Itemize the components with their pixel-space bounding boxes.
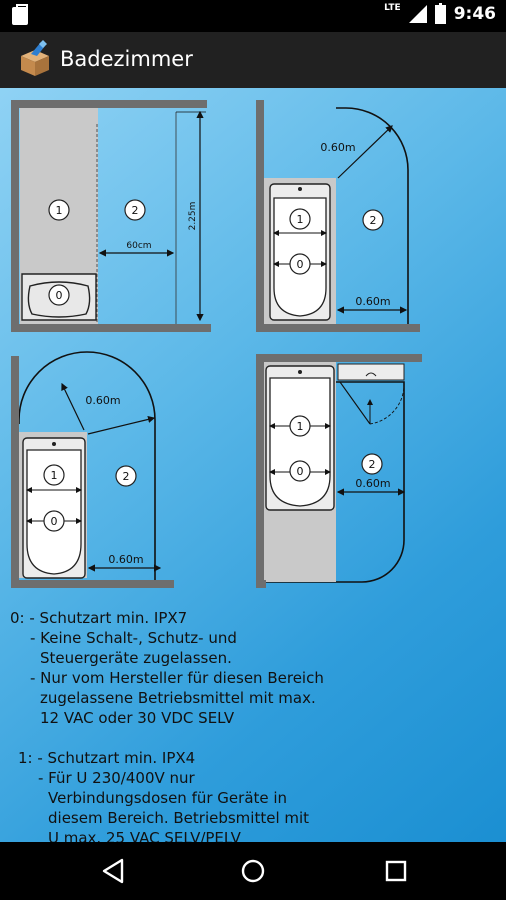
note-z1-item: U max. 25 VAC SELV/PELV	[48, 829, 241, 842]
note-z0-item: 12 VAC oder 30 VDC SELV	[40, 709, 235, 727]
status-bar: LTE 9:46	[0, 0, 506, 32]
width-label: 0.60m	[355, 477, 390, 490]
note-z1-title: 1: - Schutzart min. IPX4	[18, 749, 196, 767]
content-area: 60cm 2.25m 1 2 0 0.60m 2	[0, 88, 506, 842]
note-z0-item: Steuergeräte zugelassen.	[40, 649, 232, 667]
zone0-marker: 0	[297, 465, 304, 478]
floor-wall	[11, 324, 211, 332]
recents-icon[interactable]	[381, 856, 411, 886]
back-icon[interactable]	[98, 856, 128, 886]
note-z1-item: diesem Bereich. Betriebsmittel mit	[48, 809, 310, 827]
zone2-marker: 2	[132, 204, 139, 217]
note-z0-item: - Keine Schalt-, Schutz- und	[30, 629, 237, 647]
clock: 9:46	[453, 4, 496, 24]
navigation-bar	[0, 842, 506, 900]
diagram-elevation: 60cm 2.25m 1 2 0	[11, 100, 211, 332]
diagram-plan-door: 1 0 2 0.60m	[256, 354, 422, 588]
zone0-marker: 0	[51, 515, 58, 528]
diagram-plan-corner: 0.60m 2 1 0 0.60m	[256, 100, 420, 332]
radius-label: 0.60m	[320, 141, 355, 154]
app-title: Badezimmer	[60, 47, 193, 71]
zone2-marker: 2	[370, 214, 377, 227]
width-label: 0.60m	[355, 295, 390, 308]
bathroom-zone-diagrams: 60cm 2.25m 1 2 0 0.60m 2	[11, 100, 422, 588]
ceiling-wall	[11, 100, 207, 108]
home-icon[interactable]	[238, 856, 268, 886]
zone1-marker: 1	[56, 204, 63, 217]
note-z1-item: - Für U 230/400V nur	[38, 769, 195, 787]
signal-icon	[408, 5, 427, 23]
network-type: LTE	[384, 2, 401, 13]
zone0-marker: 0	[297, 258, 304, 271]
width-label: 60cm	[126, 241, 151, 251]
note-z0-item: zugelassene Betriebsmittel mit max.	[40, 689, 316, 707]
sd-card-icon	[12, 4, 28, 25]
status-icons: LTE 9:46	[384, 2, 496, 24]
side-wall	[11, 100, 19, 332]
battery-icon	[434, 2, 446, 24]
diagram-plan-wall: 0.60m 1 2 0 0.60m	[11, 351, 174, 588]
zone0-marker: 0	[56, 289, 63, 302]
width-label: 0.60m	[108, 553, 143, 566]
note-z0-item: - Nur vom Hersteller für diesen Bereich	[30, 669, 324, 687]
note-z0-title: 0: - Schutzart min. IPX7	[10, 609, 188, 627]
app-bar: Badezimmer	[0, 32, 506, 88]
zone2-marker: 2	[123, 470, 130, 483]
zone1-marker: 1	[297, 213, 304, 226]
zone1-marker: 1	[51, 469, 58, 482]
app-logo-icon	[21, 40, 49, 76]
zone2-marker: 2	[369, 458, 376, 471]
height-label: 2.25m	[188, 202, 198, 231]
note-z1-item: Verbindungsdosen für Geräte in	[48, 789, 288, 807]
zone1-marker: 1	[297, 420, 304, 433]
radius-label: 0.60m	[85, 394, 120, 407]
